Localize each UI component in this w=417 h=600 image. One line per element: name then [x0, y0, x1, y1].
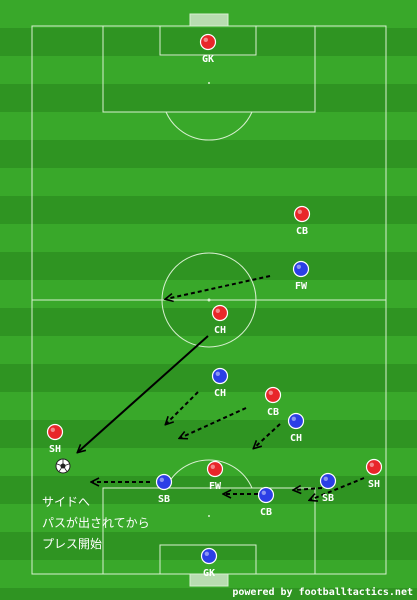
player-marker[interactable] — [206, 460, 224, 478]
players-layer: GK CB CH CB SH FW SH FW CH CH SB SB CB GK — [46, 33, 383, 580]
pass-to-side-arrow — [78, 335, 209, 452]
player-blue-fw[interactable]: FW — [292, 260, 310, 293]
top-penalty-spot — [208, 82, 210, 84]
player-position-label: CB — [267, 407, 279, 418]
player-position-label: FW — [295, 281, 308, 292]
player-marker[interactable] — [257, 486, 275, 504]
player-marker[interactable] — [264, 386, 282, 404]
player-blue-sb-right[interactable]: SB — [319, 472, 337, 505]
player-red-gk[interactable]: GK — [199, 33, 217, 66]
player-blue-ch-right[interactable]: CH — [287, 412, 305, 445]
player-red-ch-center[interactable]: CH — [211, 304, 229, 337]
player-marker-shine — [215, 371, 220, 376]
tactic-note-line-3: プレス開始 — [42, 537, 103, 551]
player-position-label: GK — [203, 568, 215, 579]
player-position-label: GK — [202, 54, 214, 65]
player-marker[interactable] — [155, 473, 173, 491]
tactic-note-line-1: サイドへ — [42, 495, 91, 509]
player-marker-shine — [323, 476, 328, 481]
player-red-cb-mid[interactable]: CB — [264, 386, 282, 419]
player-marker-shine — [268, 390, 273, 395]
top-goal — [189, 13, 229, 27]
bottom-penalty-spot — [208, 515, 210, 517]
center-circle — [161, 252, 257, 348]
player-marker[interactable] — [292, 260, 310, 278]
player-blue-cb[interactable]: CB — [257, 486, 275, 519]
player-marker-shine — [210, 464, 215, 469]
player-red-sh-left[interactable]: SH — [46, 423, 64, 456]
tactic-note-line-2: パスが出されてから — [42, 516, 150, 530]
blue-ch-right-run-arrow — [254, 423, 281, 448]
player-marker-shine — [291, 416, 296, 421]
player-marker-shine — [215, 308, 220, 313]
player-marker[interactable] — [287, 412, 305, 430]
player-position-label: CH — [290, 433, 302, 444]
red-cb-mid-run-arrow — [180, 407, 247, 438]
player-marker[interactable] — [319, 472, 337, 490]
player-blue-sb-left[interactable]: SB — [155, 473, 173, 506]
soccer-ball-icon — [55, 458, 71, 474]
player-marker-shine — [369, 462, 374, 467]
bottom-goal — [189, 573, 229, 587]
player-marker[interactable] — [211, 367, 229, 385]
movement-arrows — [78, 275, 365, 500]
player-position-label: SB — [322, 493, 334, 504]
player-marker-shine — [50, 427, 55, 432]
top-penalty-arc — [165, 111, 253, 141]
player-marker-shine — [203, 37, 208, 42]
blue-ch-left-run-arrow — [166, 391, 199, 424]
tactic-note: サイドへ パスが出されてから プレス開始 — [42, 492, 150, 555]
player-position-label: CH — [214, 325, 226, 336]
player-marker[interactable] — [293, 205, 311, 223]
player-marker[interactable] — [199, 33, 217, 51]
player-position-label: FW — [209, 481, 222, 492]
player-marker-shine — [296, 264, 301, 269]
player-marker-shine — [159, 477, 164, 482]
bottom-penalty-arc — [165, 459, 253, 489]
player-marker[interactable] — [365, 458, 383, 476]
player-position-label: CB — [260, 507, 272, 518]
player-position-label: CH — [214, 388, 226, 399]
player-marker[interactable] — [46, 423, 64, 441]
player-red-cb-top[interactable]: CB — [293, 205, 311, 238]
player-marker[interactable] — [211, 304, 229, 322]
blue-fw-run-arrow — [166, 275, 271, 299]
player-marker-shine — [261, 490, 266, 495]
red-sh-right-press-arrow — [310, 477, 365, 500]
credit-text: powered by footballtactics.net — [232, 587, 413, 598]
player-blue-ch-left[interactable]: CH — [211, 367, 229, 400]
player-position-label: SB — [158, 494, 170, 505]
player-red-sh-right[interactable]: SH — [365, 458, 383, 491]
player-position-label: SH — [49, 444, 61, 455]
player-red-fw[interactable]: FW — [206, 460, 224, 493]
player-position-label: SH — [368, 479, 380, 490]
player-marker[interactable] — [200, 547, 218, 565]
player-blue-gk[interactable]: GK — [200, 547, 218, 580]
player-marker-shine — [204, 551, 209, 556]
blue-sb-right-run-arrow — [294, 488, 323, 490]
center-spot — [207, 298, 211, 302]
player-position-label: CB — [296, 226, 308, 237]
player-marker-shine — [297, 209, 302, 214]
